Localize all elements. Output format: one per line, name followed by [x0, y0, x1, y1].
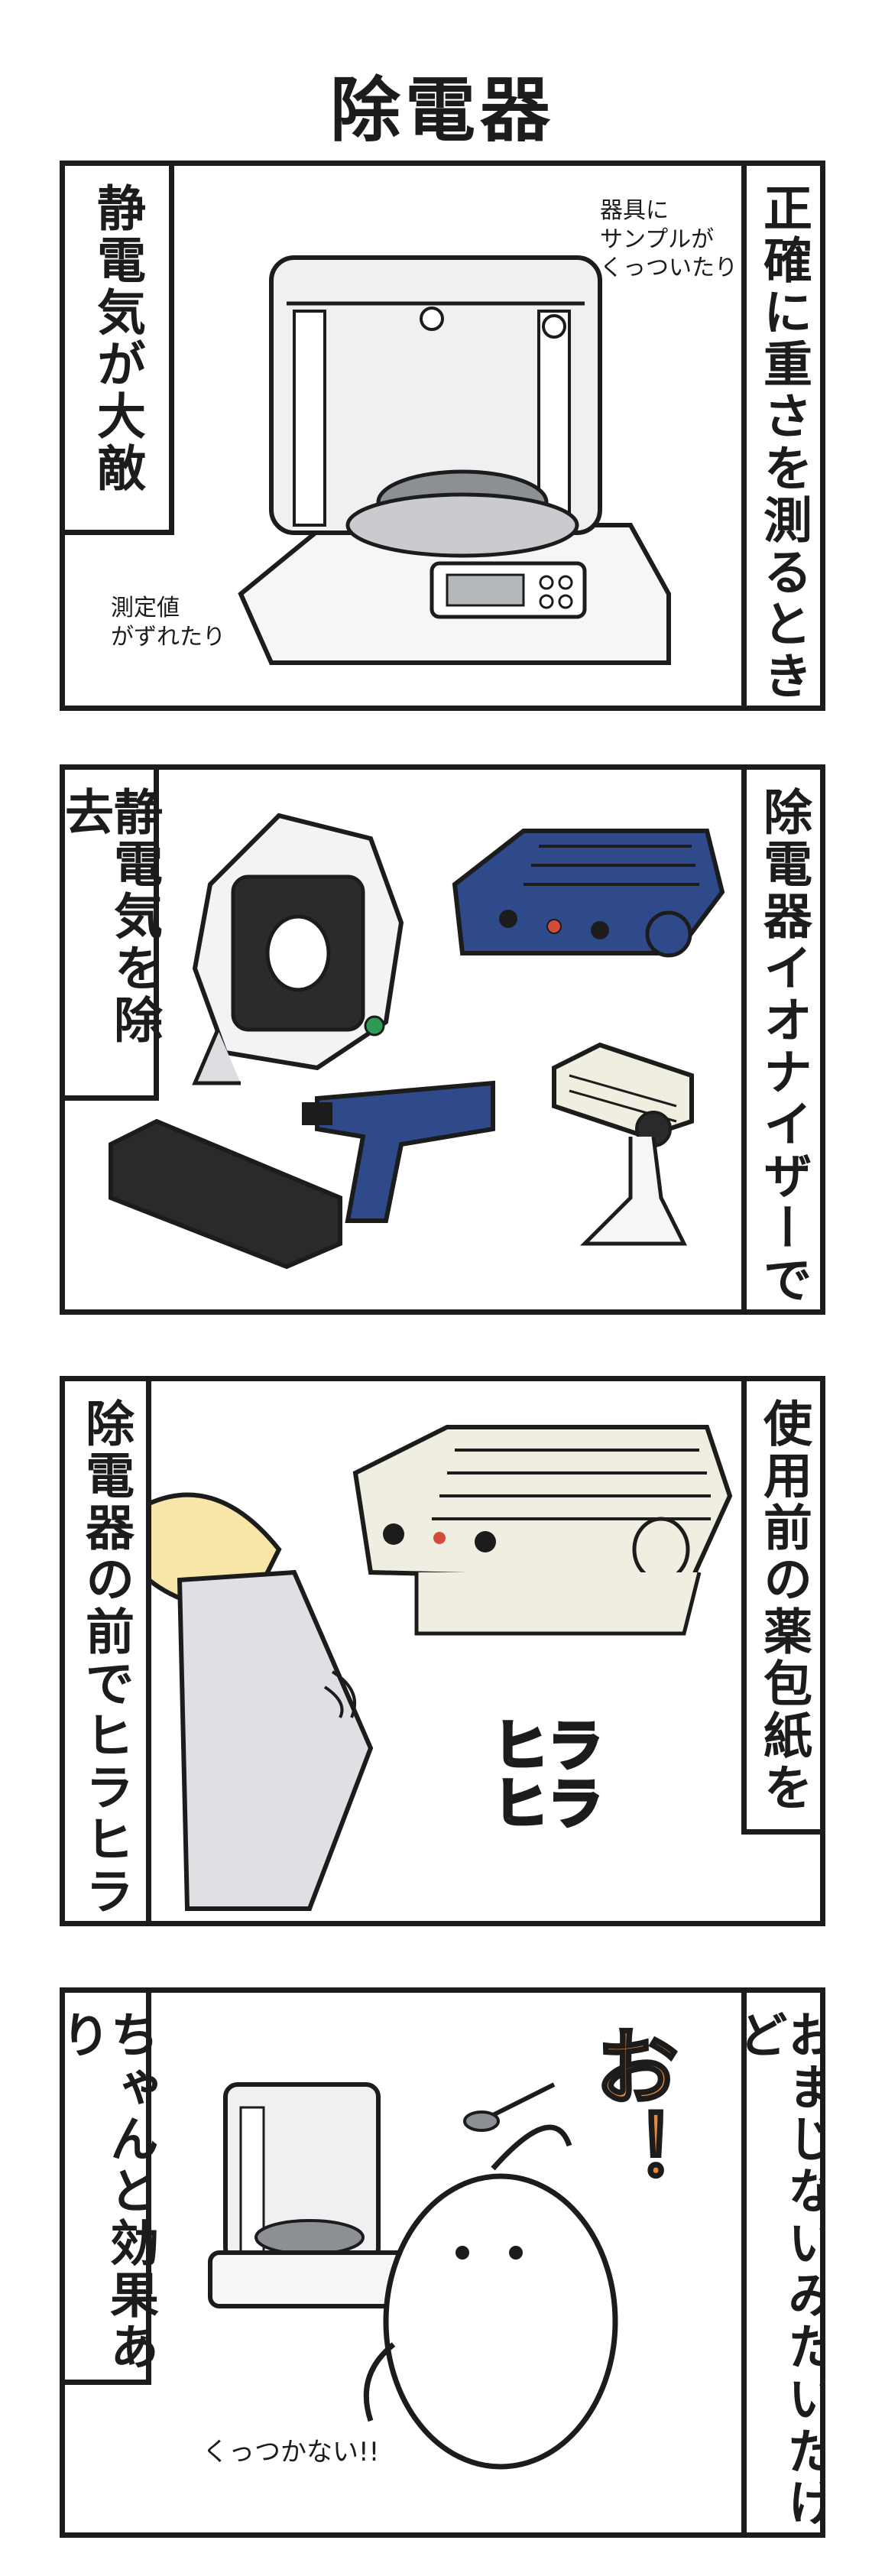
- panel-3: 除電器の前でヒラヒラ 使用前の薬包紙を ヒラ ヒラ: [60, 1376, 825, 1926]
- panel-1-right-caption-box: 正確に重さを測るとき: [741, 166, 820, 706]
- panel-4-right-caption: おまじないみたいだけど: [731, 2010, 825, 2529]
- panel-1-note-sample: 器具に サンプルが くっついたり: [600, 197, 738, 281]
- panel-3-left-caption-box: 除電器の前でヒラヒラ: [65, 1381, 151, 1921]
- panel-3-right-caption: 使用前の薬包紙を: [755, 1398, 812, 1814]
- paper-waving-illustration: [147, 1425, 733, 1911]
- panel-1-left-caption-box: 静電気が大敵: [65, 166, 174, 535]
- panel-3-right-caption-box: 使用前の薬包紙を: [741, 1381, 820, 1835]
- character-with-balance-illustration: [208, 2082, 618, 2470]
- panel-4-right-caption-box: おまじないみたいだけど: [731, 1993, 820, 2532]
- panel-3-left-caption: 除電器の前でヒラヒラ: [77, 1398, 134, 1918]
- analytical-balance-illustration: [238, 255, 671, 665]
- panel-2-right-caption: 除電器イオナイザーで: [755, 787, 812, 1306]
- panel-4-sfx-oh: お！: [579, 2022, 680, 2193]
- panel-2: 静電気を除去 除電器イオナイザーで: [60, 764, 825, 1315]
- ionizer-devices-illustration: [109, 813, 725, 1270]
- page-title: 除電器: [329, 70, 555, 151]
- panel-4-note-not-sticking: くっつかない!!: [203, 2437, 380, 2467]
- panel-1: 静電気が大敵 正確に重さを測るとき 器具に サンプルが くっついたり 測定値 が…: [60, 161, 825, 711]
- panel-4-left-caption-box: ちゃんと効果あり: [60, 1993, 158, 2385]
- panel-1-left-caption: 静電気が大敵: [89, 183, 145, 495]
- panel-2-right-caption-box: 除電器イオナイザーで: [741, 770, 820, 1309]
- panel-4-left-caption: ちゃんと効果あり: [60, 2010, 158, 2373]
- panel-4: ちゃんと効果あり おまじないみたいだけど お！ くっつかない!!: [60, 1987, 825, 2538]
- panel-2-left-caption: 静電気を除去: [60, 787, 162, 1046]
- panel-1-right-caption: 正確に重さを測るとき: [755, 183, 812, 702]
- panel-1-note-measurement: 測定値 がずれたり: [111, 595, 225, 650]
- panel-2-left-caption-box: 静電気を除去: [60, 770, 162, 1101]
- panel-3-sfx-flutter: ヒラ ヒラ: [491, 1714, 605, 1836]
